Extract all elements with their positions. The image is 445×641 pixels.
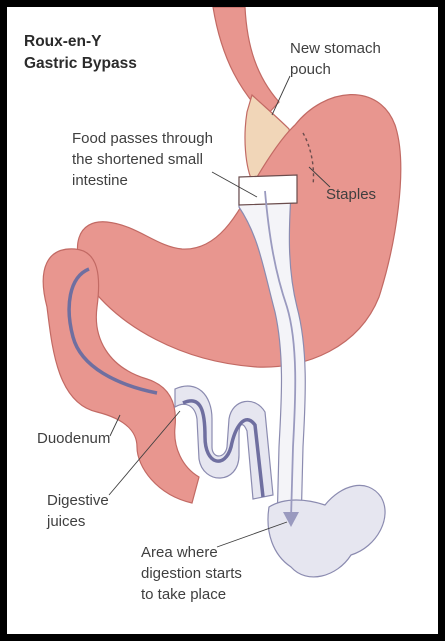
pouch-label-line-2: pouch xyxy=(290,60,331,80)
staple-cap xyxy=(239,175,297,205)
anatomy-illustration xyxy=(7,7,438,634)
juices-label-line-2: juices xyxy=(47,512,85,532)
food-label-line-1: Food passes through xyxy=(72,129,213,149)
area-label-line-2: digestion starts xyxy=(141,564,242,584)
pouch-leader-line xyxy=(272,76,290,115)
food-label-line-2: the shortened small xyxy=(72,150,203,170)
food-label-line-3: intestine xyxy=(72,171,128,191)
area-label-line-1: Area where xyxy=(141,543,218,563)
pouch-label-line-1: New stomach xyxy=(290,39,381,59)
esophagus xyxy=(213,7,279,117)
staples-label: Staples xyxy=(326,185,376,205)
area-label-line-3: to take place xyxy=(141,585,226,605)
title-line-2: Gastric Bypass xyxy=(24,53,137,75)
title-line-1: Roux-en-Y xyxy=(24,31,102,53)
figure-panel: Roux-en-Y Gastric Bypass New stomach pou… xyxy=(7,7,438,634)
juices-label-line-1: Digestive xyxy=(47,491,109,511)
duodenum-label: Duodenum xyxy=(37,429,110,449)
